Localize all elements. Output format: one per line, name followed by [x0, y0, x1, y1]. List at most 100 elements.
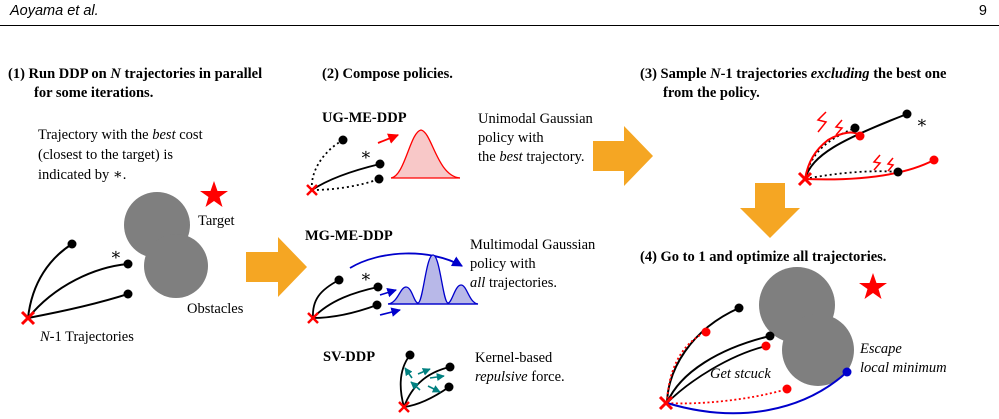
- trajectory-curve: [403, 366, 451, 408]
- escape-label-line2: local minimum: [860, 360, 947, 376]
- flow-arrow-right-icon: [593, 126, 653, 186]
- trajectory-curve: [399, 354, 411, 408]
- obstacles-label: Obstacles: [187, 301, 244, 317]
- step1-title-line1: (1) Run DDP on N trajectories in paralle…: [8, 66, 262, 82]
- unimodal-gaussian-curve: [390, 129, 461, 179]
- ug-me-ddp-label: UG-ME-DDP: [322, 110, 407, 126]
- mg-desc-line1: Multimodal Gaussian: [470, 237, 596, 253]
- target-label: Target: [198, 213, 235, 229]
- step3-title-line1: (3) Sample N-1 trajectories excluding th…: [640, 66, 947, 82]
- best-trajectory-marker: ∗: [360, 267, 372, 286]
- trajectory-curve: [666, 335, 771, 404]
- trajectory-end-dot: [444, 382, 454, 392]
- obstacle-circle: [782, 314, 854, 386]
- step1-desc-line1: Trajectory with the best cost: [38, 127, 203, 143]
- trajectory-end-dot: [445, 362, 455, 372]
- sampled-end-dot: [929, 155, 939, 165]
- policy-arrow: [377, 133, 400, 144]
- best-trajectory-marker: ∗: [360, 145, 372, 164]
- trajectory-end-dot: [338, 135, 348, 145]
- sampled-end-dot: [782, 384, 792, 394]
- step1-title-line2: for some iterations.: [34, 85, 153, 101]
- trajectory-curve: [311, 139, 344, 191]
- mg-desc-line2: policy with: [470, 256, 536, 272]
- trajectories-label: N-1 Trajectories: [39, 329, 134, 345]
- step2-title: (2) Compose policies.: [322, 66, 453, 82]
- trajectory-curve: [312, 279, 340, 319]
- stuck-label: Get stcuck: [710, 366, 771, 382]
- page-number: 9: [978, 3, 987, 19]
- policy-arrow: [349, 252, 463, 269]
- step3-title-line2: from the policy.: [663, 85, 760, 101]
- trajectory-end-dot: [373, 282, 383, 292]
- trajectory-curve: [311, 178, 380, 191]
- start-cross-icon: [307, 312, 319, 324]
- policy-arrow: [379, 307, 401, 317]
- trajectory-curve: [804, 170, 899, 180]
- trajectory-end-dot: [372, 300, 382, 310]
- step4-panel: (4) Go to 1 and optimize all trajectorie…: [640, 249, 947, 415]
- trajectory-end-dot: [123, 289, 133, 299]
- policy-arrow: [379, 287, 397, 298]
- sampling-spark-icon: [816, 111, 895, 172]
- running-head-authors: Aoyama et al.: [10, 3, 99, 19]
- best-trajectory-marker: ∗: [110, 245, 122, 264]
- trajectory-end-dot: [765, 331, 775, 341]
- repulsive-force-arrows: [404, 367, 445, 393]
- multimodal-gaussian-curve: [387, 254, 479, 305]
- ug-desc-line1: Unimodal Gaussian: [478, 111, 594, 127]
- trajectory-end-dot: [123, 259, 133, 269]
- start-cross-icon: [306, 184, 318, 196]
- step4-title: (4) Go to 1 and optimize all trajectorie…: [640, 249, 886, 265]
- trajectory-curve: [311, 163, 381, 191]
- sampled-trajectory: [804, 131, 861, 180]
- sv-desc-line1: Kernel-based: [475, 350, 553, 366]
- escape-label-line1: Escape: [859, 341, 902, 357]
- trajectory-end-dot: [67, 239, 77, 249]
- sampled-trajectory: [804, 159, 935, 181]
- escape-end-dot: [842, 367, 852, 377]
- trajectory-end-dot: [334, 275, 344, 285]
- trajectory-curve: [804, 113, 908, 180]
- sampled-end-dot: [701, 327, 711, 337]
- step1-panel: (1) Run DDP on N trajectories in paralle…: [8, 66, 262, 345]
- page-header: Aoyama et al. 9: [0, 0, 999, 30]
- header-rule: [0, 25, 999, 26]
- start-cross-icon: [797, 171, 813, 187]
- step1-desc-line2: (closest to the target) is: [38, 147, 173, 163]
- trajectory-end-dot: [734, 303, 744, 313]
- trajectory-curve: [312, 304, 378, 319]
- flow-arrow-down-icon: [740, 183, 800, 238]
- step2-panel: (2) Compose policies. UG-ME-DDP ∗ Unimod…: [305, 66, 596, 413]
- sv-ddp-label: SV-DDP: [323, 349, 375, 365]
- obstacle-circle: [144, 234, 208, 298]
- target-star-icon: [859, 273, 887, 299]
- trajectory-end-dot: [375, 159, 385, 169]
- start-cross-icon: [658, 395, 674, 411]
- trajectory-end-dot: [405, 350, 415, 360]
- trajectory-curve: [27, 263, 129, 319]
- flow-arrow-right-icon: [246, 237, 307, 297]
- trajectory-curve: [403, 386, 450, 408]
- mg-desc-line3: all trajectories.: [470, 275, 557, 291]
- sampled-end-dot: [761, 341, 771, 351]
- sampled-trajectory: [666, 331, 707, 404]
- trajectory-curve: [804, 127, 856, 180]
- trajectory-end-dot: [893, 167, 903, 177]
- best-trajectory-marker: ∗: [916, 113, 928, 132]
- start-cross-icon: [398, 401, 410, 413]
- sampled-end-dot: [855, 131, 865, 141]
- trajectory-curve: [666, 307, 740, 404]
- step1-desc-line3: indicated by ∗.: [38, 167, 126, 183]
- start-cross-icon: [20, 310, 36, 326]
- ug-desc-line2: policy with: [478, 130, 544, 146]
- trajectory-end-dot: [850, 123, 860, 133]
- target-star-icon: [200, 181, 228, 207]
- trajectory-curve: [27, 293, 129, 319]
- mg-me-ddp-label: MG-ME-DDP: [305, 228, 393, 244]
- step3-panel: (3) Sample N-1 trajectories excluding th…: [640, 66, 947, 187]
- sampled-trajectory: [666, 388, 788, 405]
- trajectory-end-dot: [374, 174, 384, 184]
- trajectory-curve: [27, 243, 73, 319]
